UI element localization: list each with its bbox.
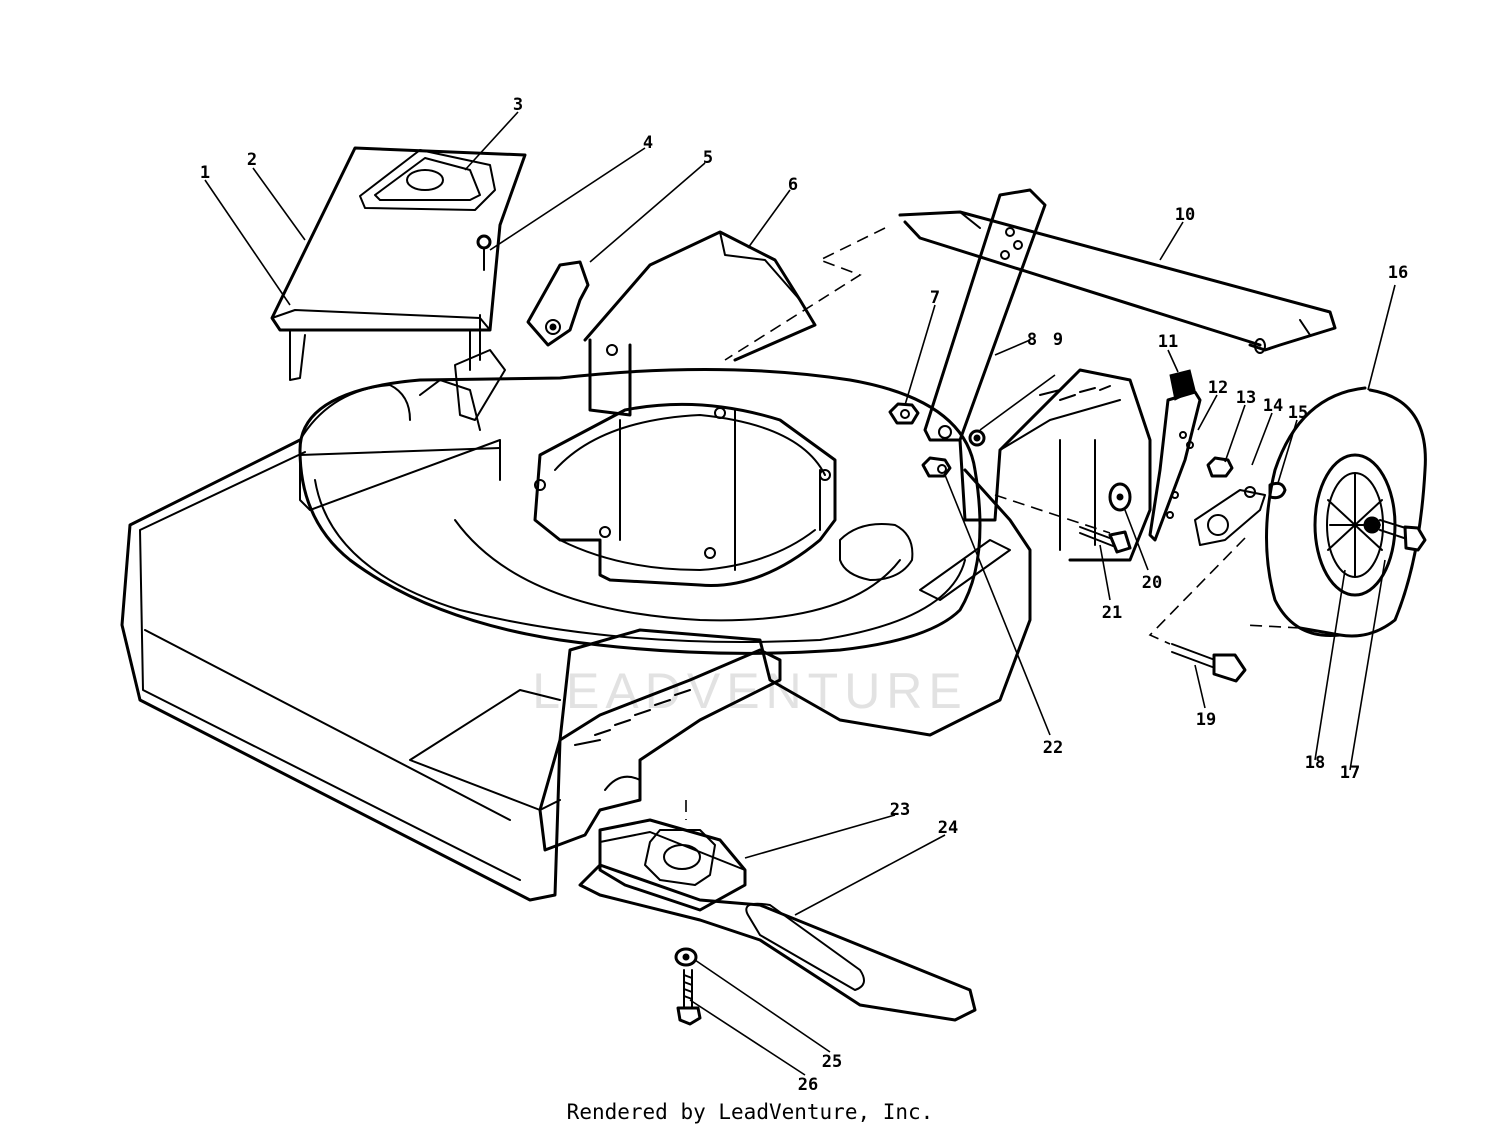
callout-6: 6 <box>788 175 798 195</box>
callout-7: 7 <box>930 288 940 308</box>
callout-8: 8 <box>1027 330 1037 350</box>
callout-12: 12 <box>1208 378 1228 398</box>
rear-hardware <box>888 402 986 478</box>
callout-14: 14 <box>1263 396 1283 416</box>
callout-3: 3 <box>513 95 523 115</box>
axle-washer-bolt <box>994 482 1132 554</box>
callout-18: 18 <box>1305 753 1325 773</box>
callout-4: 4 <box>643 133 653 153</box>
discharge-door <box>270 146 527 421</box>
watermark: LEADVENTURE <box>532 663 968 719</box>
callout-25: 25 <box>822 1052 842 1072</box>
callout-21: 21 <box>1102 603 1122 623</box>
callout-9: 9 <box>1053 330 1063 350</box>
mulch-bracket <box>526 260 590 347</box>
callout-16: 16 <box>1388 263 1408 283</box>
callout-17: 17 <box>1340 763 1360 783</box>
callout-23: 23 <box>890 800 910 820</box>
leader-lines <box>204 111 1396 1076</box>
rear-handle-bracket <box>923 188 1047 442</box>
callout-labels: 1 2 3 4 5 6 7 8 9 10 11 12 13 14 15 16 1… <box>200 95 1408 1095</box>
callout-19: 19 <box>1196 710 1216 730</box>
footer-credit: Rendered by LeadVenture, Inc. <box>566 1100 934 1124</box>
callout-13: 13 <box>1236 388 1256 408</box>
callout-24: 24 <box>938 818 958 838</box>
callout-20: 20 <box>1142 573 1162 593</box>
callout-22: 22 <box>1043 738 1063 758</box>
mower-deck-housing <box>120 230 1152 902</box>
wheel-bolt <box>1171 643 1247 683</box>
callout-5: 5 <box>703 148 713 168</box>
callout-10: 10 <box>1175 205 1195 225</box>
callout-1: 1 <box>200 163 210 183</box>
callout-15: 15 <box>1288 403 1308 423</box>
callout-2: 2 <box>247 150 257 170</box>
rear-wheel <box>1265 386 1427 638</box>
blade-assembly <box>578 800 977 1026</box>
assembly-lines <box>724 227 1301 645</box>
watermark-text: LEADVENTURE <box>532 663 968 719</box>
callout-11: 11 <box>1158 332 1178 352</box>
height-adjuster-assembly <box>1148 369 1287 546</box>
callout-26: 26 <box>798 1075 818 1095</box>
rear-axle-rod <box>898 210 1337 354</box>
